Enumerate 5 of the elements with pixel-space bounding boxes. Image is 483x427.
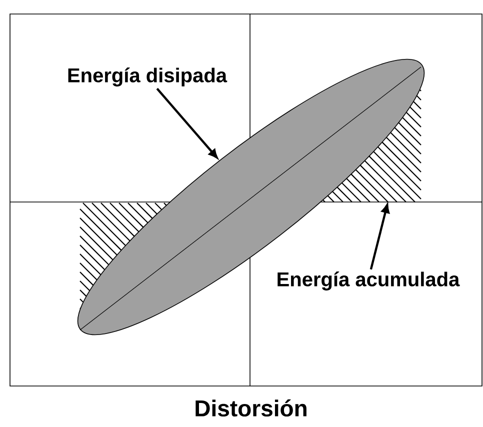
annotation-text: Energía acumulada — [278, 272, 460, 290]
leader-line — [370, 204, 390, 270]
leader-line — [156, 88, 218, 158]
axis-label: Distorsión — [196, 399, 306, 417]
annotation-text: Energía disipada — [68, 68, 228, 86]
